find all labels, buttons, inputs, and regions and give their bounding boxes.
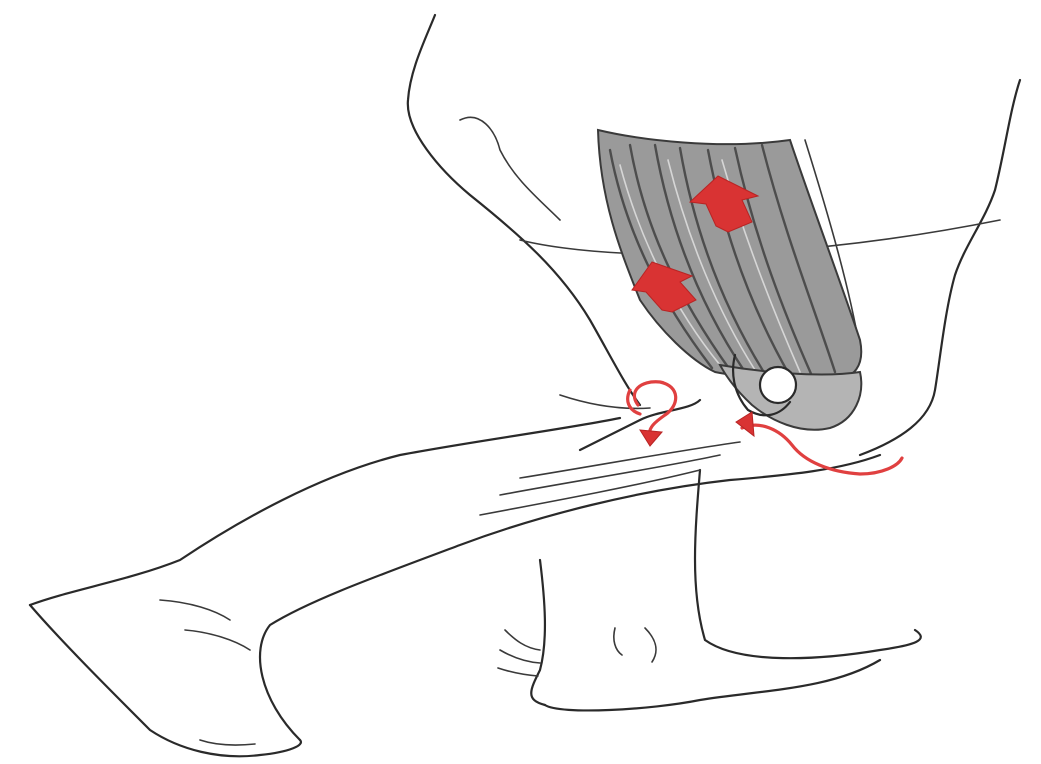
quadriceps-muscle xyxy=(598,130,861,380)
patella xyxy=(760,367,796,403)
standing-leg xyxy=(498,470,921,710)
rotation-arrow-icon xyxy=(628,382,676,446)
extended-lower-leg xyxy=(30,395,880,756)
